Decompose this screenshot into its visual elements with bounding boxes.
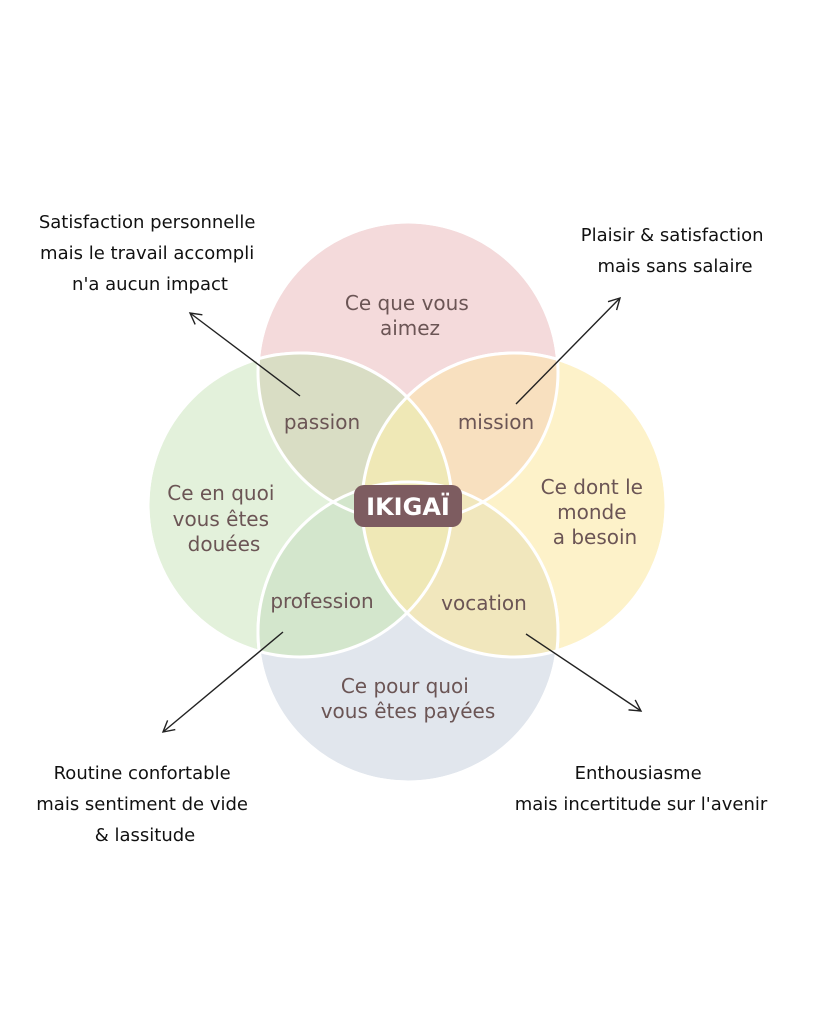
mission-label: mission	[458, 410, 534, 434]
good-label: Ce en quoi vous êtes douées	[167, 481, 281, 556]
need-label: Ce dont le monde a besoin	[541, 475, 650, 549]
love-label: Ce que vous aimez	[345, 291, 475, 340]
note-top-right: Plaisir & satisfaction mais sans salaire	[581, 225, 769, 277]
note-bottom-left: Routine confortable mais sentiment de vi…	[36, 763, 254, 846]
arrow-top-right	[515, 296, 622, 405]
profession-label: profession	[270, 589, 373, 613]
arrow-bottom-right	[525, 633, 643, 712]
note-bottom-right: Enthousiasme mais incertitude sur l'aven…	[515, 763, 768, 815]
passion-label: passion	[284, 410, 360, 434]
note-top-left: Satisfaction personnelle mais le travail…	[39, 212, 261, 295]
ikigai-label: IKIGAÏ	[366, 492, 450, 521]
arrow-top-left	[188, 312, 301, 397]
arrow-bottom-left	[161, 631, 284, 733]
vocation-label: vocation	[441, 591, 527, 615]
paid-label: Ce pour quoi vous êtes payées	[321, 674, 496, 723]
ikigai-badge	[354, 485, 462, 527]
